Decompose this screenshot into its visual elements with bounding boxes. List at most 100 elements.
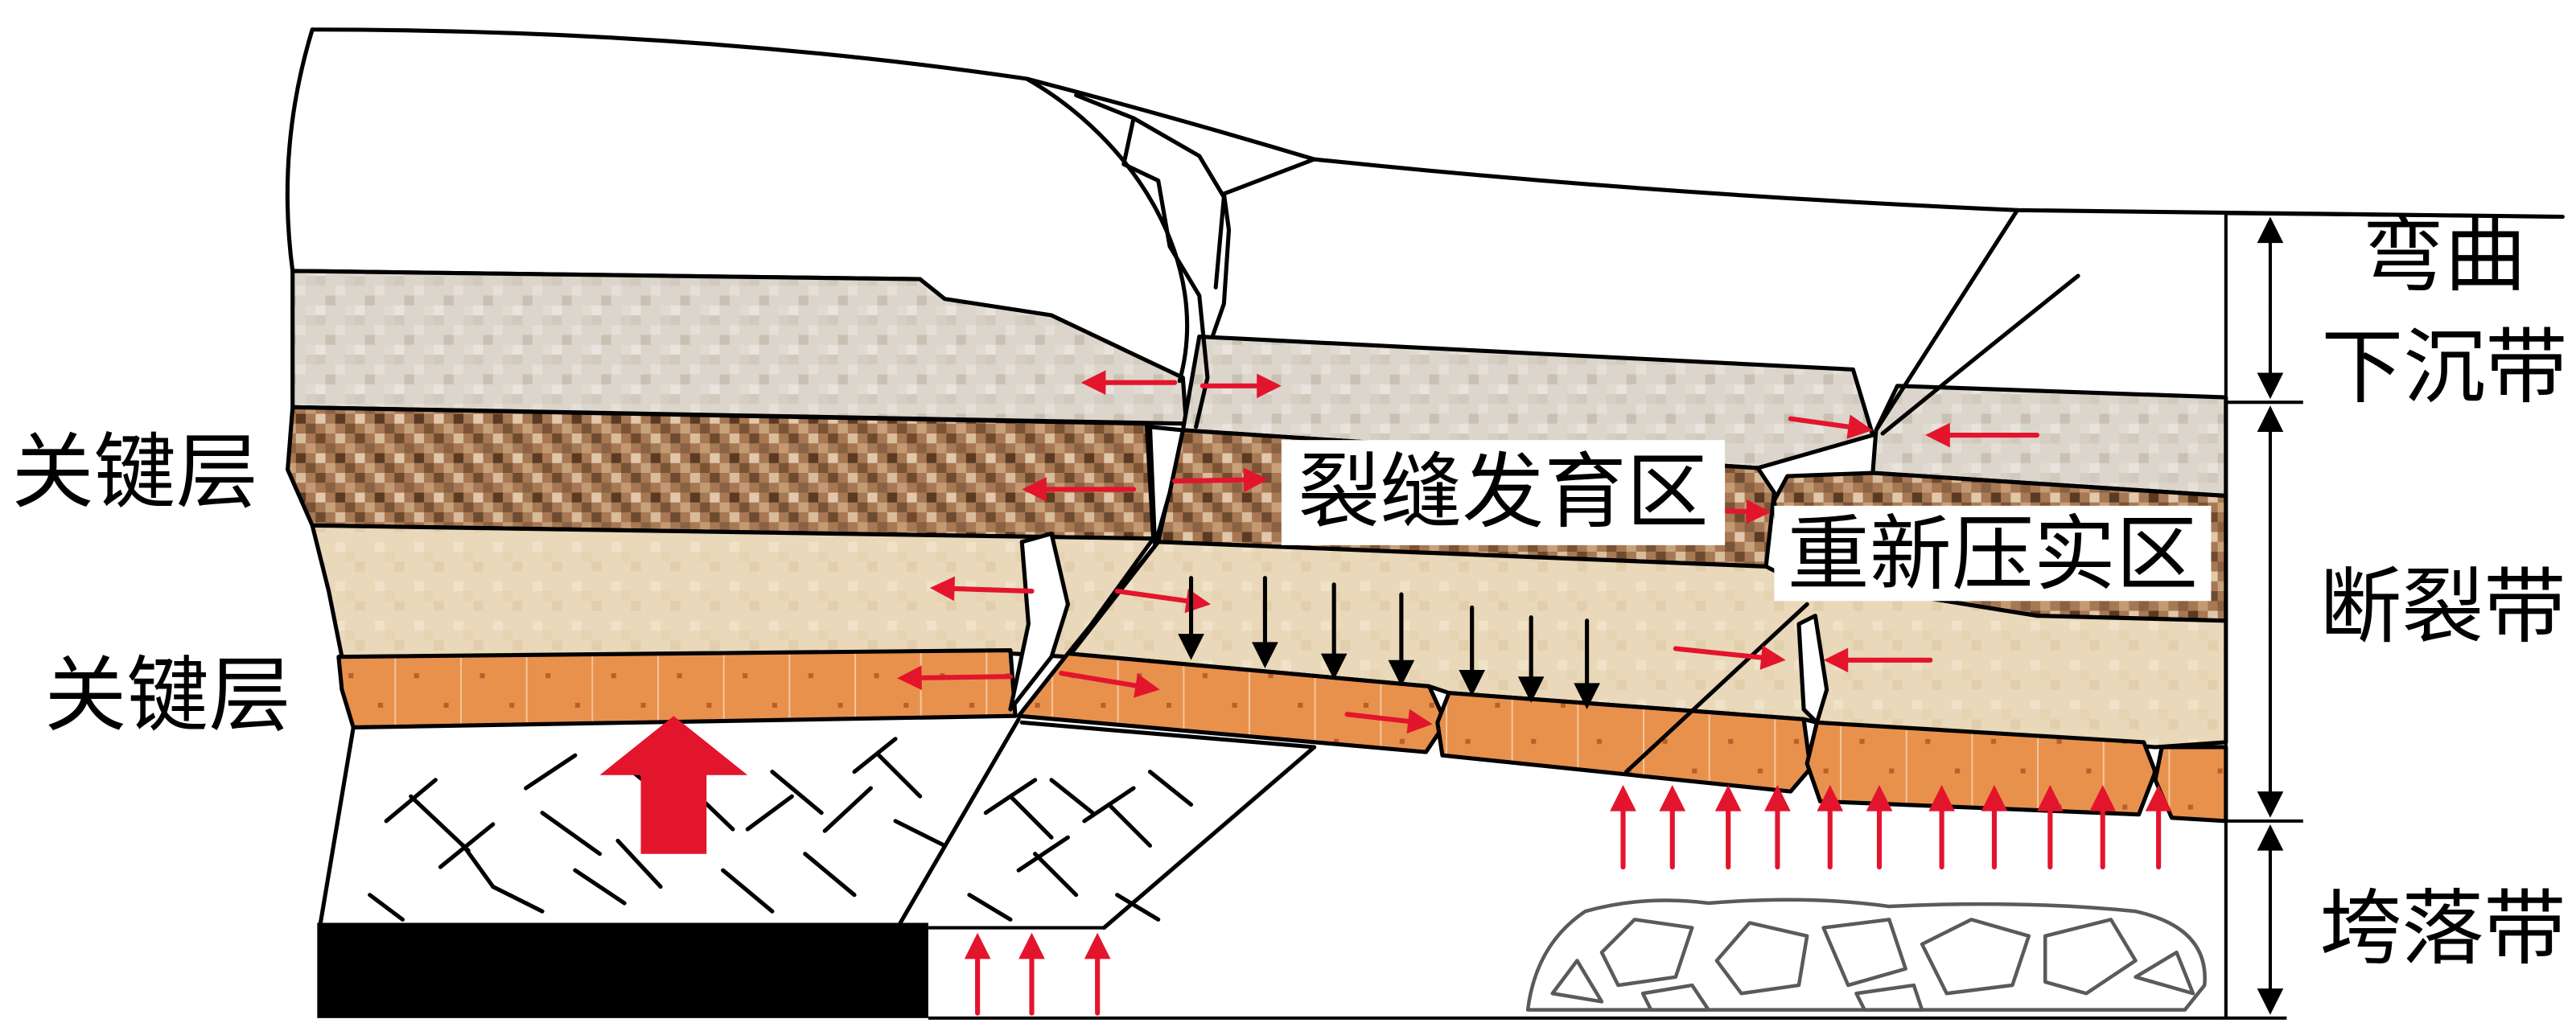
hatch-mark: [461, 843, 496, 889]
main-crack-branch-2: [1131, 116, 1226, 290]
horizontal-stress-arrow-head: [1846, 414, 1873, 439]
lower-key-stratum-left: [336, 647, 1018, 730]
horizontal-stress-arrow: [1022, 477, 1137, 502]
caved-block-middle: [1019, 720, 1317, 931]
hatch-mark: [540, 811, 603, 857]
crack-development-label-box: [1281, 440, 1726, 545]
rubble-support-arrow-head: [1714, 784, 1742, 811]
horizontal-stress-arrow-head: [897, 665, 922, 691]
horizontal-stress-arrow-head: [1759, 645, 1786, 670]
rubble-support-arrow-head: [1928, 784, 1955, 811]
load-arrow: [1320, 582, 1348, 680]
lower-key-stratum-label: 关键层: [44, 648, 290, 744]
main-crack-edge: [1024, 76, 1190, 384]
gray-stratum-middle: [1180, 335, 1875, 470]
load-arrow-head: [1252, 642, 1278, 668]
upper-key-stratum-left: [286, 405, 1156, 541]
seam-support-arrow: [1018, 932, 1045, 1016]
rubble-support-arrow-head: [1981, 784, 2008, 811]
horizontal-stress-arrow-head: [1243, 467, 1269, 493]
fractured-zone-height-arrow-up: [2257, 405, 2284, 614]
horizontal-stress-arrow-shaft: [1344, 712, 1411, 724]
seam-support-arrow-head: [964, 932, 991, 959]
recompaction-label-box: [1774, 505, 2212, 602]
load-arrow-head: [1574, 683, 1600, 710]
rubble-support-arrow: [1714, 784, 1742, 870]
horizontal-stress-arrow-head: [1925, 422, 1950, 448]
fractured-zone-height-arrow-down-head: [2257, 791, 2284, 818]
horizontal-stress-arrow: [1925, 422, 2040, 448]
hatch-mark: [893, 819, 947, 848]
horizontal-stress-arrow-shaft: [1788, 416, 1851, 429]
hatch-mark: [1049, 778, 1095, 816]
rubble-support-arrow: [1610, 784, 1636, 870]
fracture-line-left: [1068, 540, 1161, 656]
horizontal-stress-arrow: [929, 576, 1035, 602]
caved-block-left: [318, 725, 356, 926]
horizontal-stress-arrow-head: [1746, 499, 1772, 524]
hatch-mark: [573, 868, 627, 906]
hatch-mark: [368, 893, 405, 922]
horizontal-stress-arrow-head: [1823, 647, 1849, 673]
stress-arrows: [897, 370, 2172, 1016]
caved-zone-height-arrow-down: [2257, 918, 2284, 1015]
rubble-support-arrow-head: [1610, 784, 1636, 811]
bending-zone-label-line2: 下沉带: [2321, 320, 2567, 416]
hatch-mark: [384, 778, 438, 824]
horizontal-stress-arrow-shaft: [1059, 671, 1138, 688]
fractured-zone-label: 断裂带: [2319, 560, 2566, 655]
rubble-support-arrow-head: [1817, 784, 1844, 811]
key-stratum-support-arrow: [599, 716, 748, 854]
lower-key-stratum-block-2: [1435, 691, 1813, 794]
load-arrow: [1252, 576, 1278, 668]
horizontal-stress-arrow: [1344, 709, 1433, 734]
hatch-mark: [852, 737, 898, 774]
seam-support-arrow-head: [1084, 932, 1111, 959]
caved-zone-height-arrow-up-head: [2257, 824, 2284, 851]
fissure-upper: [1147, 425, 1185, 548]
rubble-support-arrow: [1817, 784, 1844, 870]
load-arrow: [1517, 615, 1545, 703]
rubble-support-arrow: [2037, 784, 2064, 870]
rubble-support-arrow-head: [1659, 784, 1686, 811]
load-arrow-head: [1320, 653, 1348, 680]
rubble-support-arrow: [2145, 784, 2172, 870]
horizontal-stress-arrow: [1200, 373, 1282, 399]
horizontal-stress-arrow: [1059, 671, 1160, 698]
zone-scale-tick-top: [2225, 212, 2563, 219]
bending-zone-height-arrow-down: [2257, 306, 2284, 400]
hatch-mark: [1033, 852, 1079, 898]
fractured-zone-height-arrow-down: [2257, 610, 2284, 818]
hatch-mark: [822, 786, 873, 833]
seam-support-arrow-head: [1018, 932, 1045, 959]
horizontal-stress-arrow-shaft: [1673, 646, 1764, 660]
coal-seam: [317, 922, 928, 1018]
horizontal-stress-arrow: [1080, 370, 1178, 396]
fracture-line-upper-2: [1880, 273, 2080, 436]
hatch-mark: [1147, 770, 1194, 807]
load-arrow: [1574, 618, 1600, 710]
horizontal-stress-arrow: [1788, 414, 1873, 439]
caved-zone-height-arrow-up: [2257, 824, 2284, 922]
bending-zone-label-line1: 弯曲: [2362, 208, 2526, 304]
upper-key-stratum-label: 关键层: [12, 425, 258, 521]
bending-zone-height-arrow-down-head: [2257, 372, 2284, 400]
load-arrow-head: [1459, 670, 1486, 696]
hatch-mark: [721, 868, 775, 914]
fissure-lower-right: [1796, 614, 1829, 725]
fractured-zone-height-arrow-up-head: [2257, 405, 2284, 432]
caved-zone-label: 垮落带: [2319, 881, 2566, 977]
recompaction-label: 重新压实区: [1788, 507, 2198, 603]
fracture-line-upper: [1874, 207, 2020, 433]
load-arrow-head: [1517, 676, 1545, 703]
horizontal-stress-arrow-head: [1080, 370, 1106, 396]
hatch-mark: [770, 770, 824, 816]
rubble-support-arrow: [2089, 784, 2117, 870]
caved-zone-height-arrow-down-head: [2257, 988, 2284, 1015]
overburden-top-surface: [310, 27, 2565, 220]
caved-rock-hatching: [368, 737, 1194, 922]
load-arrow: [1178, 576, 1204, 660]
rubble-support-arrow: [1659, 784, 1686, 870]
horizontal-stress-arrow-head: [1022, 477, 1047, 502]
